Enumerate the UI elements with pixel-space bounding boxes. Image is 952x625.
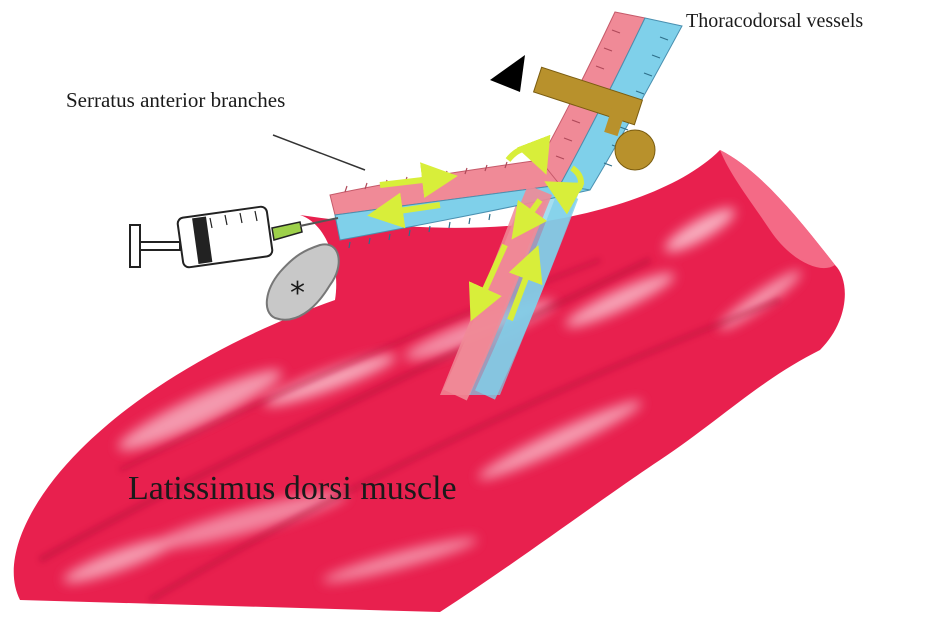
asterisk-marker: * xyxy=(290,276,305,311)
serratus-anterior-label: Serratus anterior branches xyxy=(66,88,285,113)
latissimus-dorsi-label: Latissimus dorsi muscle xyxy=(128,470,457,508)
triangle-pointer-icon xyxy=(490,55,525,92)
thoracodorsal-vessels-label: Thoracodorsal vessels xyxy=(686,10,863,33)
flow-arrow xyxy=(508,148,540,160)
serratus-leader-line xyxy=(273,135,365,170)
